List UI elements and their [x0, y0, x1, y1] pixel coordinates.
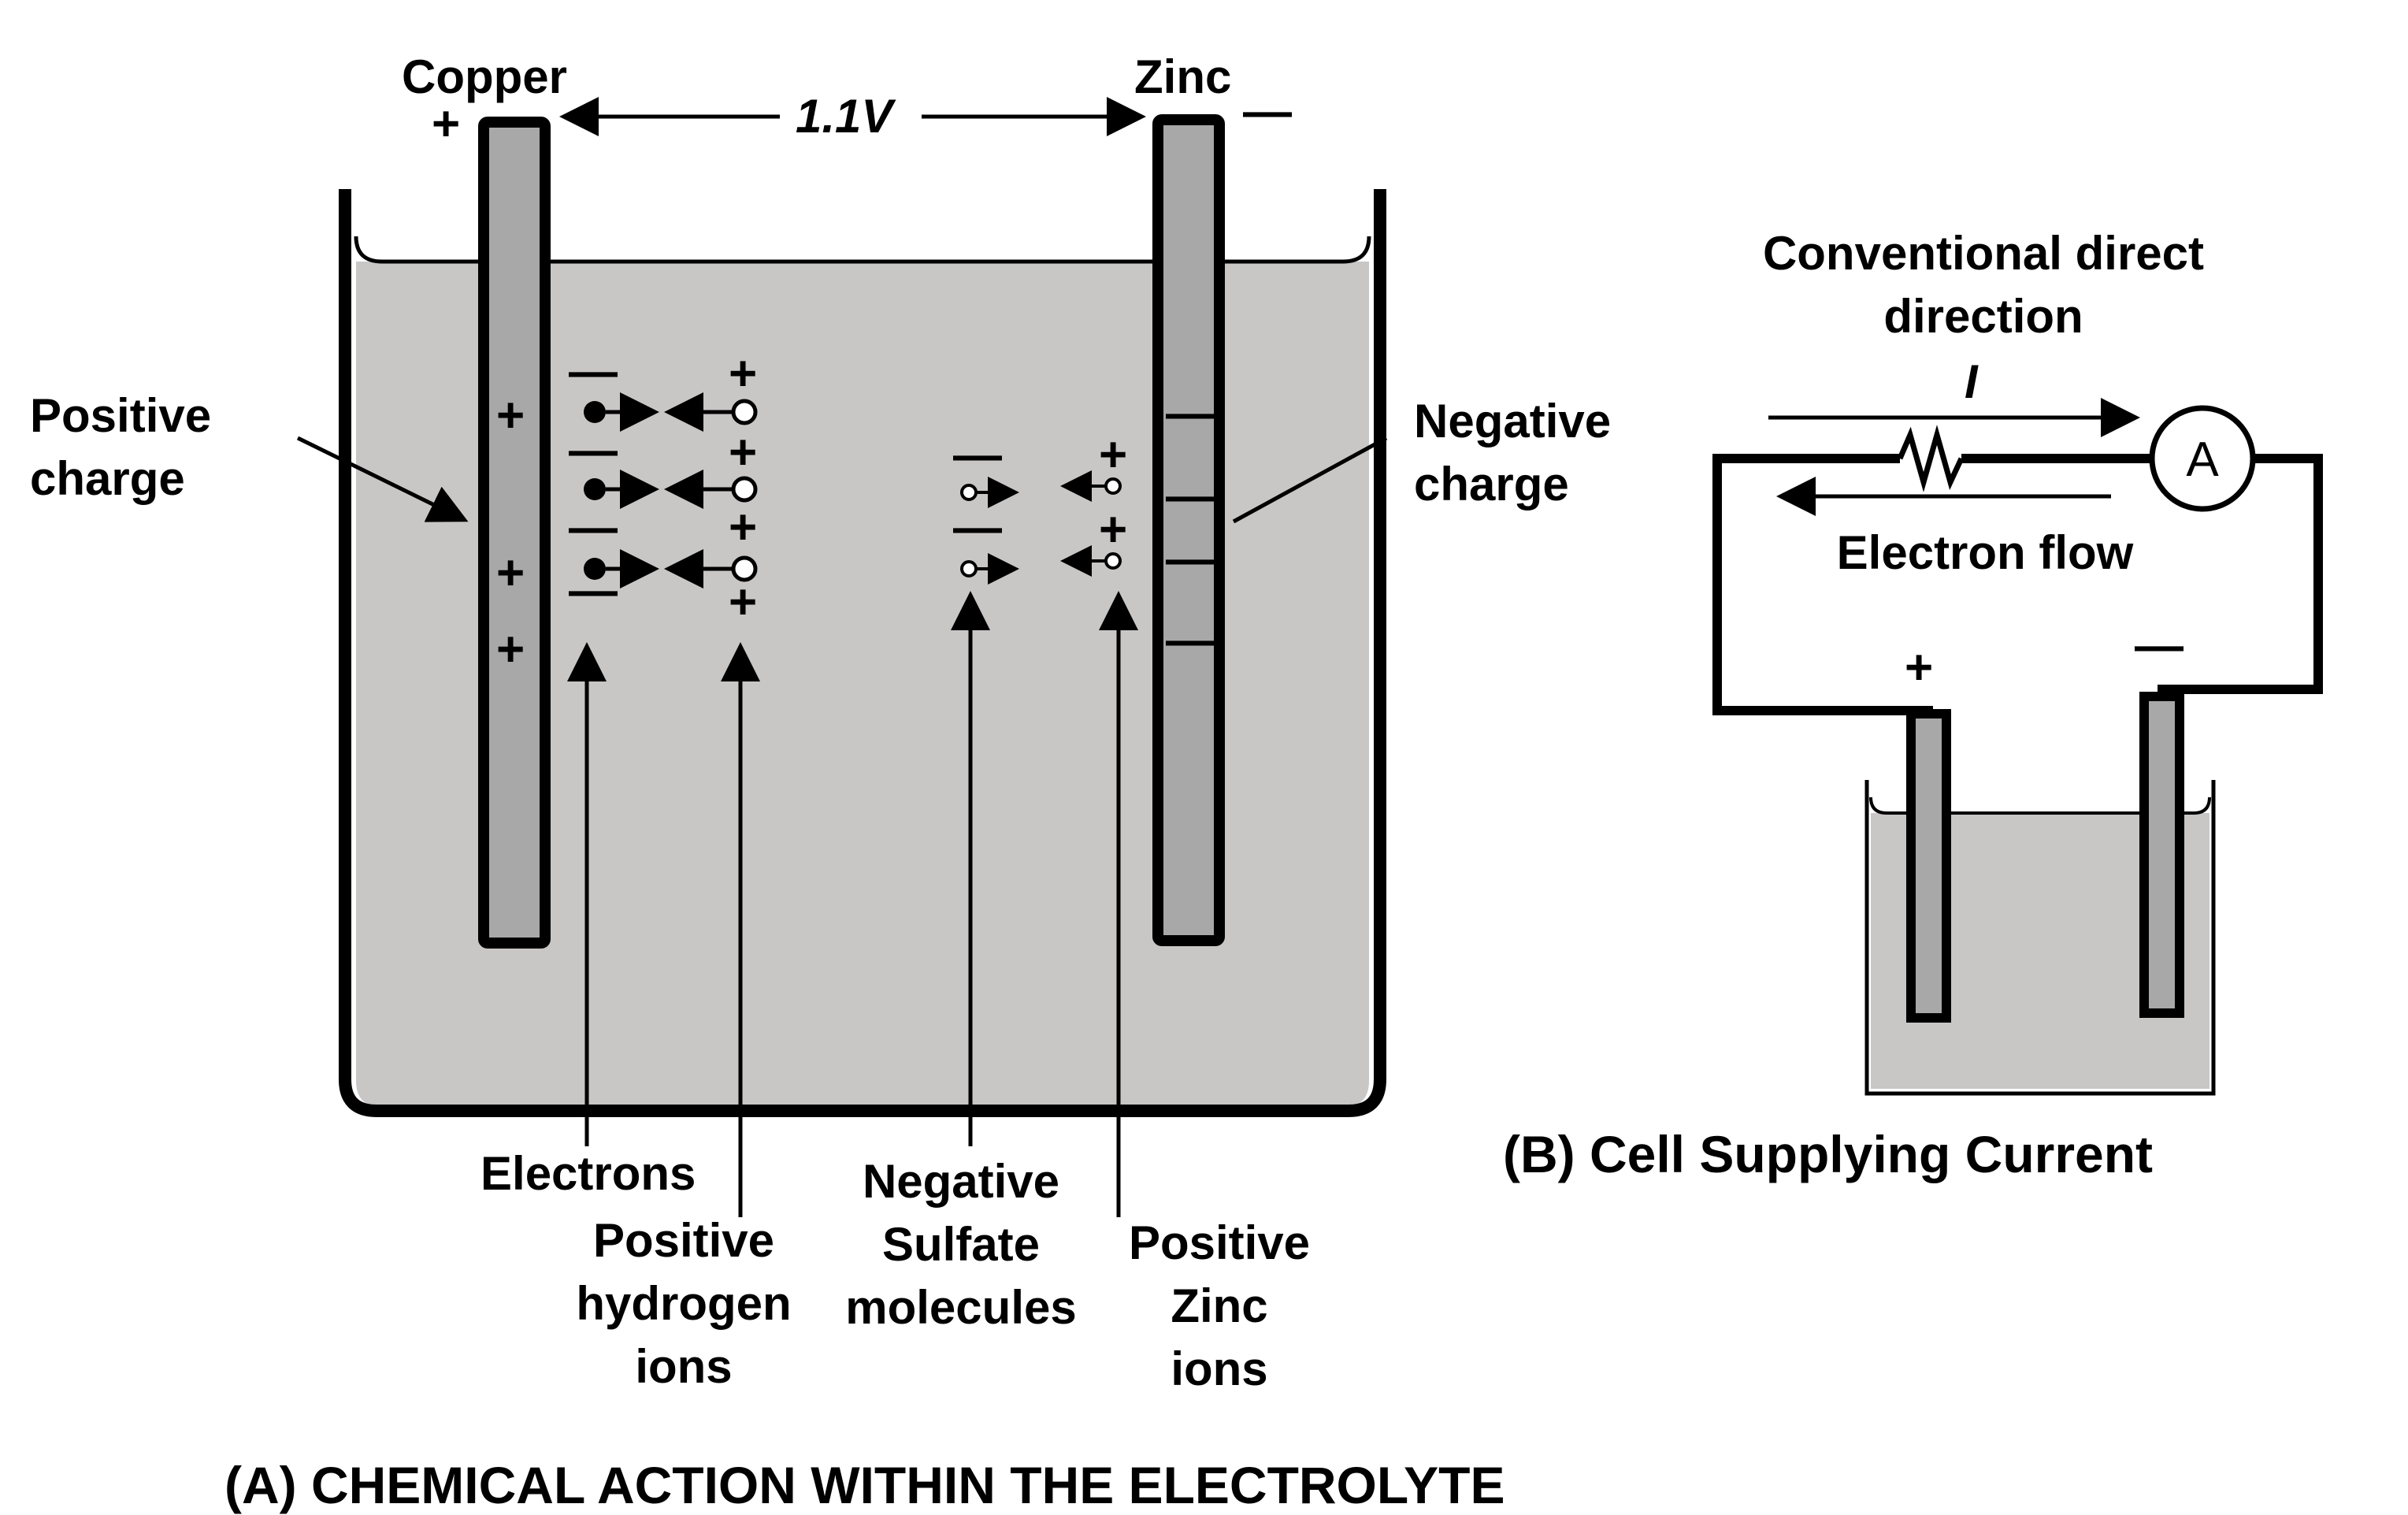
- beaker-b: [1864, 780, 2216, 1096]
- electron-flow-label: Electron flow: [1837, 526, 2134, 579]
- positive-charge-label-1: Positive: [30, 389, 211, 442]
- copper-label: Copper: [402, 50, 567, 103]
- electron-dot-2: [584, 478, 606, 500]
- sulfate-sign-1: —: [953, 428, 1002, 482]
- sulfate-zinc-pairs: — — + +: [953, 428, 1127, 585]
- hydrogen-sign-4: +: [729, 575, 757, 629]
- positive-electrode-b: [1906, 709, 1951, 1023]
- sulfate-label-2: Sulfate: [882, 1218, 1040, 1271]
- copper-plus-1: +: [496, 388, 525, 443]
- hydrogen-ion-2: [731, 476, 758, 503]
- zinc-ions-label-3: ions: [1171, 1342, 1267, 1395]
- electron-sign-2: —: [569, 423, 618, 477]
- positive-charge-label-2: charge: [30, 452, 185, 505]
- electron-sign-1: —: [569, 344, 618, 399]
- ammeter-symbol: A: [2186, 433, 2219, 487]
- copper-terminal-sign: +: [432, 97, 460, 151]
- zinc-minus-1: —: [1166, 386, 1215, 440]
- hydrogen-sign-3: +: [729, 500, 757, 555]
- electrolyte-a: [356, 262, 1369, 1107]
- zinc-ion-sign-2: +: [1099, 503, 1127, 557]
- zinc-ion-sign-1: +: [1099, 428, 1127, 482]
- liquid-surface-a: [354, 236, 1371, 264]
- caption-b: (B) Cell Supplying Current: [1503, 1125, 2153, 1183]
- zinc-minus-3: —: [1166, 532, 1215, 586]
- beaker-wall-a: [339, 189, 1386, 1117]
- electrolyte-b: [1871, 813, 2209, 1089]
- hydrogen-ions-label-1: Positive: [593, 1214, 774, 1267]
- zinc-ion-2: [1104, 552, 1122, 570]
- sulfate-label-3: molecules: [845, 1281, 1076, 1334]
- negative-charge-pointer: [1232, 436, 1388, 524]
- current-symbol: I: [1965, 355, 1979, 408]
- ammeter-icon: [2149, 405, 2256, 512]
- zinc-ion-1: [1104, 477, 1122, 495]
- liquid-surface-b: [1869, 796, 2211, 815]
- positive-charge-pointer: [296, 436, 469, 522]
- resistor-icon: [1897, 425, 1965, 492]
- sulfate-label-1: Negative: [863, 1155, 1059, 1208]
- hydrogen-sign-2: +: [729, 425, 757, 480]
- negative-charge-label-2: charge: [1414, 458, 1569, 511]
- zinc-minus-4: —: [1166, 613, 1215, 667]
- hydrogen-ion-1: [731, 399, 758, 425]
- beaker-wall-b: [1864, 780, 2216, 1096]
- zinc-label: Zinc: [1134, 50, 1231, 103]
- electrons-label: Electrons: [480, 1147, 696, 1200]
- zinc-minus-2: —: [1166, 469, 1215, 523]
- negative-charge-label-1: Negative: [1414, 395, 1611, 447]
- panel-a: Copper Zinc + — 1.1V Positive charge Neg…: [30, 50, 1611, 1514]
- conventional-label-2: direction: [1883, 290, 2083, 343]
- conventional-label-1: Conventional direct: [1763, 227, 2204, 280]
- positive-terminal-sign: +: [1905, 641, 1933, 695]
- hydrogen-ions-label-3: ions: [635, 1340, 732, 1393]
- copper-electrode: [478, 117, 551, 949]
- panel-b: Conventional direct direction I A Electr…: [1503, 227, 2323, 1183]
- electron-hydrogen-pairs: — — — — + + + +: [569, 344, 758, 629]
- sulfate-sign-2: —: [953, 500, 1002, 555]
- beaker-a: [339, 189, 1386, 1117]
- electron-dot-1: [584, 401, 606, 423]
- electron-dot-3: [584, 558, 606, 580]
- copper-plus-2: +: [496, 546, 525, 600]
- negative-electrode-b: [2139, 692, 2184, 1018]
- copper-plus-3: +: [496, 622, 525, 677]
- caption-a: (A) CHEMICAL ACTION WITHIN THE ELECTROLY…: [224, 1456, 1505, 1514]
- sulfate-ion-2: [960, 560, 978, 577]
- hydrogen-ions-label-2: hydrogen: [576, 1277, 791, 1330]
- sulfate-ion-1: [960, 484, 978, 501]
- electron-sign-3: —: [569, 500, 618, 555]
- zinc-electrode: [1152, 114, 1225, 946]
- negative-terminal-sign: —: [2135, 618, 2184, 673]
- zinc-ions-label-1: Positive: [1129, 1216, 1310, 1269]
- zinc-terminal-sign: —: [1243, 84, 1292, 139]
- zinc-ions-label-2: Zinc: [1171, 1279, 1267, 1332]
- voltage-label: 1.1V: [796, 90, 896, 143]
- hydrogen-sign-1: +: [729, 347, 757, 401]
